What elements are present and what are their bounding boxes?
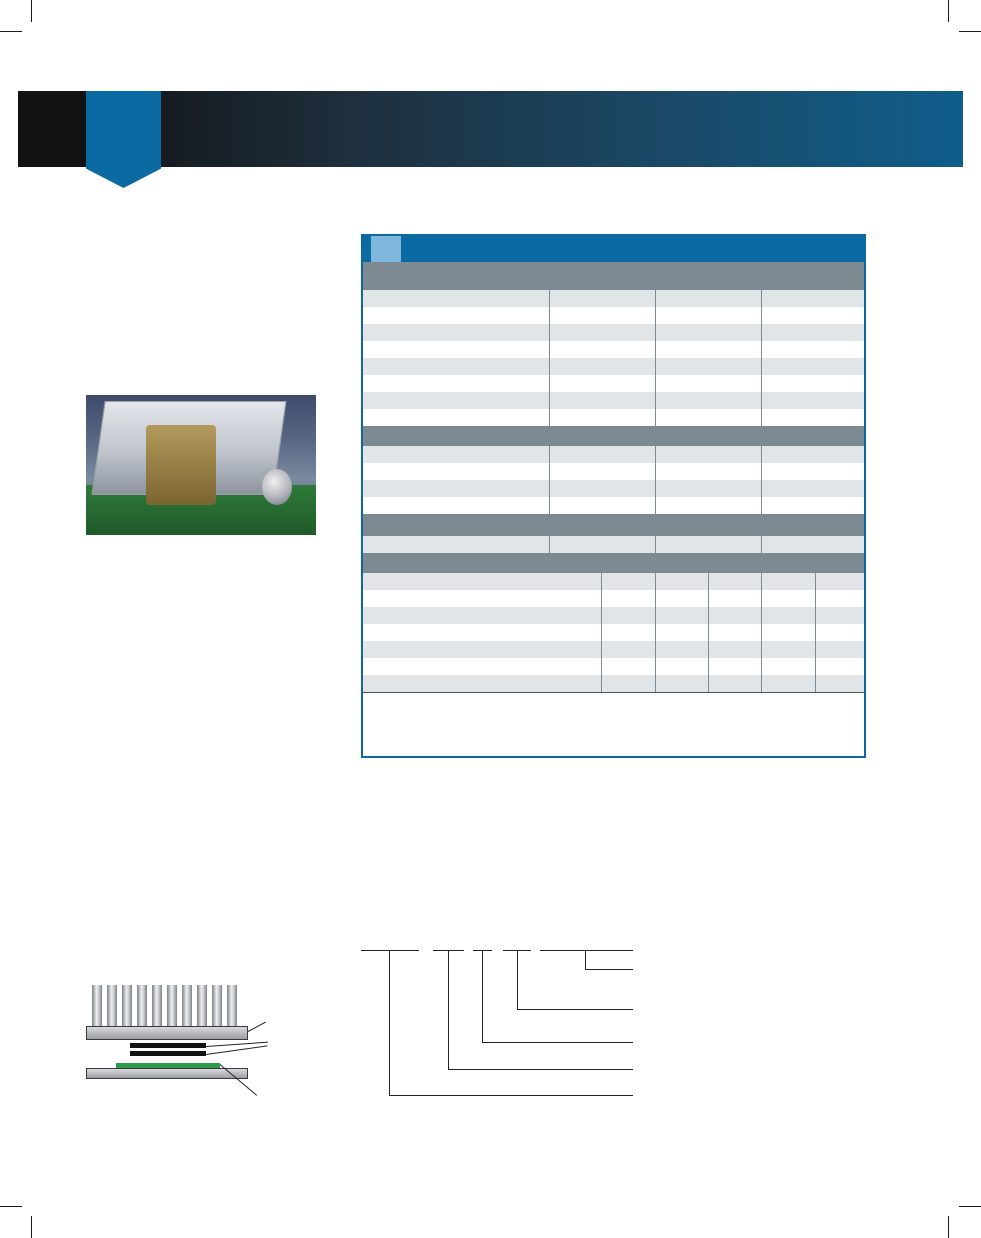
specification-table (361, 234, 866, 758)
heat-sink-fin (122, 985, 132, 1027)
crop-mark (0, 1206, 22, 1207)
table-column-divider (655, 446, 656, 514)
spring-clip (146, 425, 216, 505)
heat-sink-fin (167, 985, 177, 1027)
table-header-bar (363, 236, 864, 262)
table-row (363, 446, 864, 463)
table-column-divider (549, 446, 550, 514)
code-segment-underline (361, 950, 419, 951)
table-row (363, 324, 864, 341)
crop-mark (959, 1206, 981, 1207)
heat-sink-clip-on-circuit-board-image (86, 395, 316, 535)
table-column-divider (655, 290, 656, 426)
crop-mark (959, 31, 981, 32)
table-row (363, 341, 864, 358)
table-row (363, 290, 864, 307)
leader-horizontal (389, 1095, 633, 1096)
table-row (363, 607, 864, 624)
callout-pointer (205, 1045, 268, 1055)
crop-mark (0, 31, 22, 32)
table-column-divider (601, 573, 602, 692)
leader-horizontal (585, 969, 633, 970)
heat-sink-fin (152, 985, 162, 1027)
crop-mark (948, 0, 949, 22)
leader-vertical (585, 951, 586, 969)
table-column-divider (655, 573, 656, 692)
board-plate (86, 1068, 248, 1079)
table-row (363, 392, 864, 409)
crop-mark (948, 1216, 949, 1238)
table-footer-rule (363, 692, 864, 693)
heat-sink-stack-diagram (84, 985, 284, 1096)
table-column-divider (549, 290, 550, 426)
heat-sink-fin (92, 985, 102, 1027)
table-column-divider (761, 536, 762, 553)
table-section-band (363, 262, 864, 290)
table-column-divider (761, 290, 762, 426)
callout-pointer (247, 1021, 266, 1032)
table-column-divider (761, 573, 762, 692)
leader-vertical (448, 951, 449, 1069)
code-segment-underline (540, 950, 633, 951)
table-row (363, 463, 864, 480)
heat-sink-base-plate (86, 1026, 248, 1040)
table-row (363, 480, 864, 497)
heat-sink-fin (182, 985, 192, 1027)
code-segment-underline (473, 950, 492, 951)
table-column-divider (549, 536, 550, 553)
table-column-divider (815, 573, 816, 692)
table-row (363, 658, 864, 675)
table-section-band (363, 426, 864, 446)
table-row (363, 497, 864, 514)
header-black-block (18, 91, 86, 167)
component-layer (116, 1063, 220, 1068)
table-row (363, 307, 864, 324)
heat-sink-fin (197, 985, 207, 1027)
table-row (363, 573, 864, 590)
code-segment-underline (433, 950, 464, 951)
heat-sink-fin (212, 985, 222, 1027)
table-row (363, 536, 864, 553)
table-row (363, 590, 864, 607)
header-blue-tab (86, 91, 161, 188)
table-row (363, 641, 864, 658)
crop-mark (31, 1216, 32, 1238)
table-section-band (363, 514, 864, 536)
table-column-divider (761, 446, 762, 514)
heat-sink-fin (137, 985, 147, 1027)
table-column-divider (708, 573, 709, 692)
leader-vertical (517, 951, 518, 1009)
thermal-pad-layer (130, 1051, 206, 1056)
table-row (363, 675, 864, 692)
leader-horizontal (482, 1042, 633, 1043)
crop-mark (31, 0, 32, 22)
table-section-band (363, 553, 864, 573)
heat-sink-fin (227, 985, 237, 1027)
table-column-divider (655, 536, 656, 553)
leader-horizontal (517, 1009, 633, 1010)
leader-horizontal (448, 1069, 633, 1070)
table-row (363, 375, 864, 392)
table-row (363, 409, 864, 426)
table-row (363, 624, 864, 641)
table-row (363, 358, 864, 375)
leader-vertical (389, 951, 390, 1095)
thermal-pad-layer (130, 1043, 206, 1048)
code-segment-underline (503, 950, 531, 951)
page-header-banner (18, 91, 963, 167)
heat-sink-fin (107, 985, 117, 1027)
leader-vertical (482, 951, 483, 1042)
capacitor (262, 469, 292, 505)
